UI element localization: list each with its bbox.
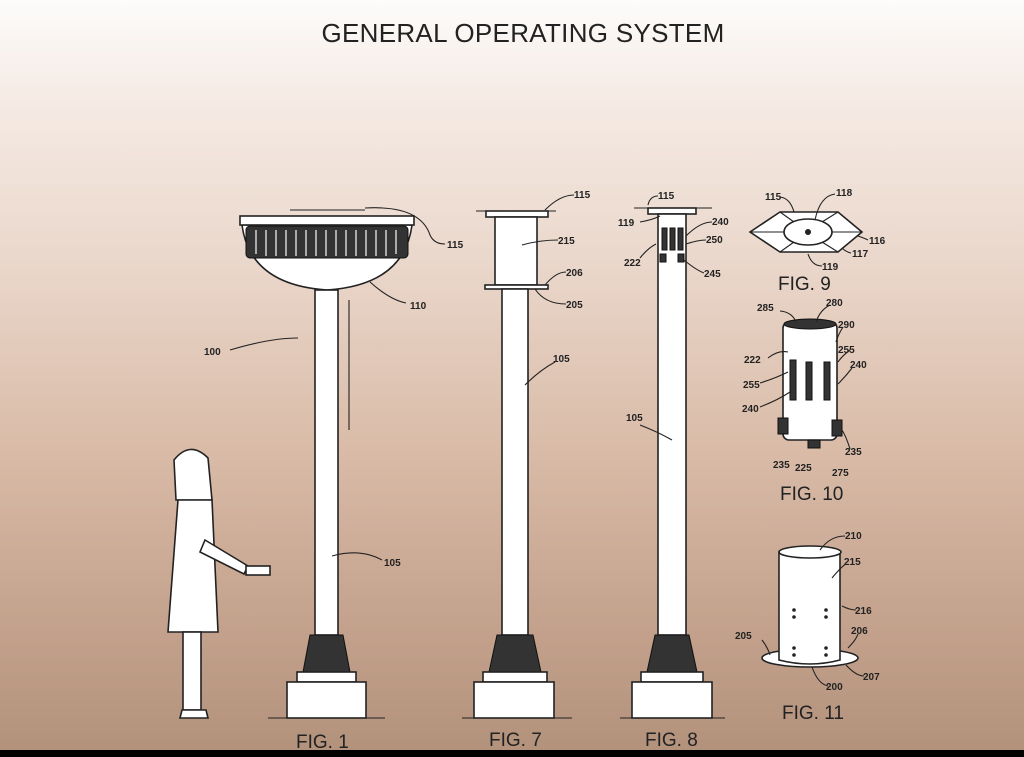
- ref-label: 250: [706, 235, 723, 246]
- ref-label: 105: [626, 413, 643, 424]
- ref-label: 118: [836, 188, 853, 199]
- ref-label: 290: [838, 320, 855, 331]
- ref-label: 206: [566, 268, 583, 279]
- ref-label: 200: [826, 682, 843, 693]
- ref-label: 216: [855, 606, 872, 617]
- figure-10: 285 280 290 222 255 240 255 240 235 235 …: [742, 298, 867, 505]
- ref-label: 115: [765, 192, 782, 203]
- ref-label: 119: [618, 218, 635, 229]
- ref-label: 205: [566, 300, 583, 311]
- ref-label: 222: [624, 258, 641, 269]
- ref-label: 100: [204, 347, 221, 358]
- ref-label: 115: [574, 190, 591, 201]
- ref-label: 207: [863, 672, 880, 683]
- slide-title: GENERAL OPERATING SYSTEM: [321, 18, 725, 48]
- ref-label: 210: [845, 531, 862, 542]
- figure-7: 115 215 206 205 105 FIG. 7: [462, 190, 591, 750]
- ref-label: 235: [845, 447, 862, 458]
- ref-label: 240: [742, 404, 759, 415]
- ref-label: 215: [844, 557, 861, 568]
- ref-label: 255: [838, 345, 855, 356]
- ref-label: 222: [744, 355, 761, 366]
- figure-caption: FIG. 1: [296, 732, 349, 750]
- ref-label: 280: [826, 298, 843, 309]
- ref-label: 119: [822, 262, 839, 273]
- ref-label: 117: [852, 249, 869, 260]
- ref-label: 240: [850, 360, 867, 371]
- figure-caption: FIG. 7: [489, 730, 542, 750]
- figure-8: 115 119 240 250 222 245 105 FIG. 8: [618, 191, 729, 750]
- ref-label: 285: [757, 303, 774, 314]
- ref-label: 235: [773, 460, 790, 471]
- figure-caption: FIG. 11: [782, 703, 844, 724]
- ref-label: 255: [743, 380, 760, 391]
- ref-label: 116: [869, 236, 886, 247]
- ref-label: 206: [851, 626, 868, 637]
- ref-label: 225: [795, 463, 812, 474]
- figure-1: 115 110 100 105 FIG. 1: [167, 207, 464, 750]
- ref-label: 205: [735, 631, 752, 642]
- figure-9: 115 118 116 117 119 FIG. 9: [748, 188, 886, 295]
- ref-label: 115: [447, 240, 464, 251]
- figure-caption: FIG. 10: [780, 484, 843, 505]
- ref-label: 240: [712, 217, 729, 228]
- ref-label: 275: [832, 468, 849, 479]
- person-figure: [167, 448, 271, 719]
- figure-11: 210 215 216 206 205 207 200 FIG. 11: [735, 531, 880, 724]
- ref-label: 215: [558, 236, 575, 247]
- ref-label: 245: [704, 269, 721, 280]
- figure-caption: FIG. 8: [645, 730, 698, 750]
- ref-label: 115: [658, 191, 675, 202]
- ref-label: 105: [384, 558, 401, 569]
- figure-caption: FIG. 9: [778, 274, 831, 295]
- ref-label: 110: [410, 301, 427, 312]
- ref-label: 105: [553, 354, 570, 365]
